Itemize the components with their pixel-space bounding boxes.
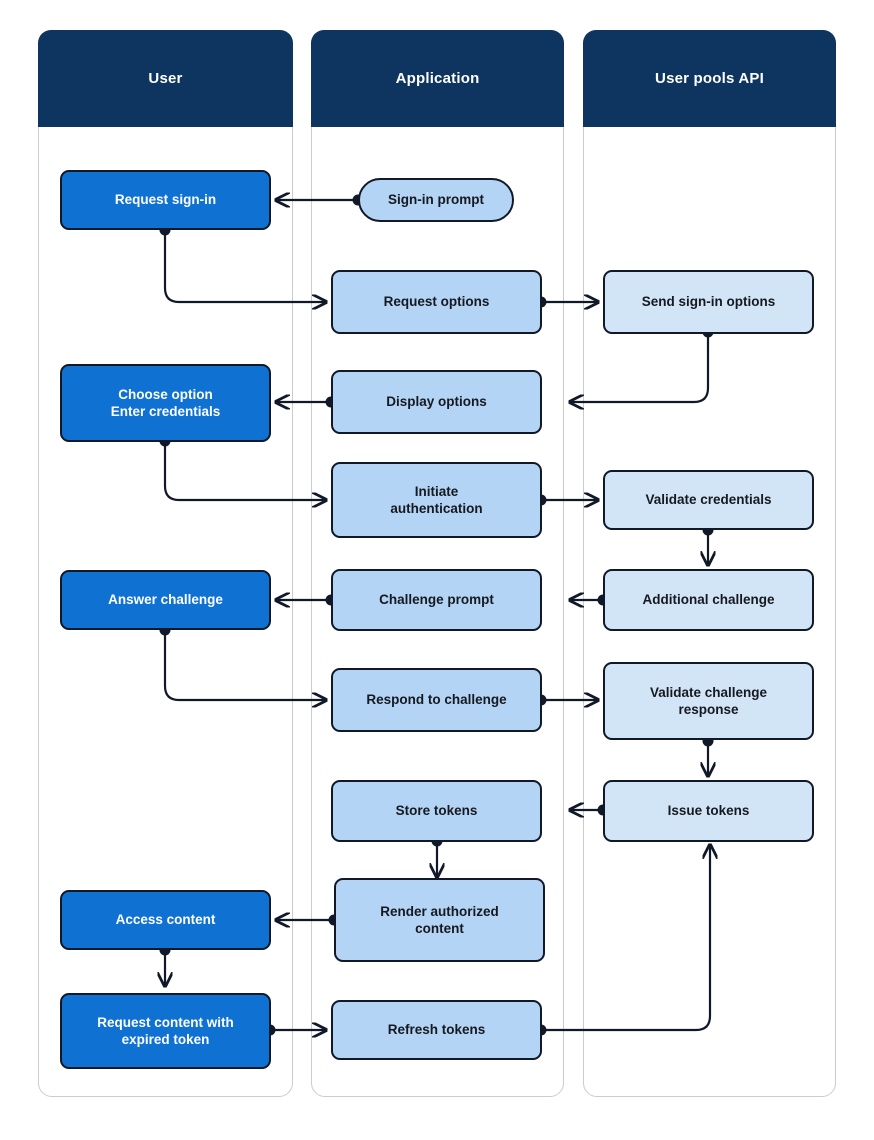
lane-header-user-label: User xyxy=(148,70,183,87)
node-answer-challenge[interactable]: Answer challenge xyxy=(60,570,271,630)
node-respond-to-challenge[interactable]: Respond to challenge xyxy=(331,668,542,732)
lane-header-api: User pools API xyxy=(583,30,836,127)
lane-header-application: Application xyxy=(311,30,564,127)
lane-header-api-label: User pools API xyxy=(655,70,764,87)
node-validate-credentials[interactable]: Validate credentials xyxy=(603,470,814,530)
node-display-options[interactable]: Display options xyxy=(331,370,542,434)
node-sign-in-prompt[interactable]: Sign-in prompt xyxy=(358,178,514,222)
lane-api xyxy=(583,30,836,1097)
node-store-tokens[interactable]: Store tokens xyxy=(331,780,542,842)
node-refresh-tokens[interactable]: Refresh tokens xyxy=(331,1000,542,1060)
node-request-options[interactable]: Request options xyxy=(331,270,542,334)
node-additional-challenge[interactable]: Additional challenge xyxy=(603,569,814,631)
node-access-content[interactable]: Access content xyxy=(60,890,271,950)
node-issue-tokens[interactable]: Issue tokens xyxy=(603,780,814,842)
lane-header-application-label: Application xyxy=(395,70,480,87)
lane-header-user: User xyxy=(38,30,293,127)
node-request-sign-in[interactable]: Request sign-in xyxy=(60,170,271,230)
node-challenge-prompt[interactable]: Challenge prompt xyxy=(331,569,542,631)
node-send-sign-in-options[interactable]: Send sign-in options xyxy=(603,270,814,334)
